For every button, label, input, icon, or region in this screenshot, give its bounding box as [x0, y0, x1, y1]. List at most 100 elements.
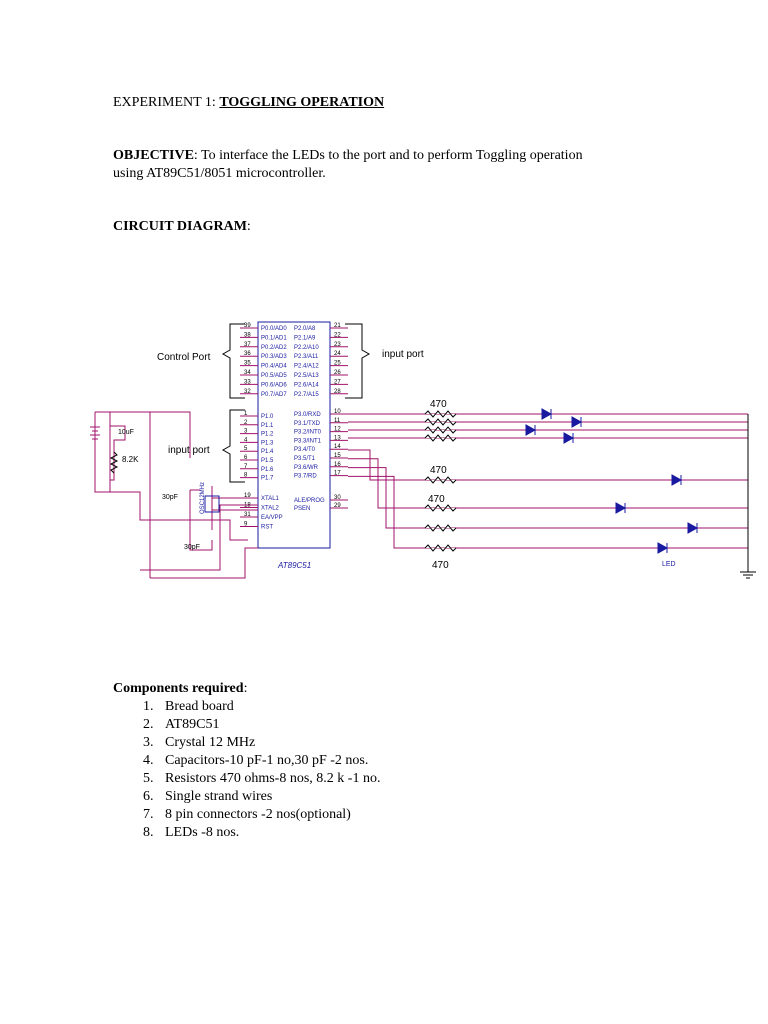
resistor-8k2 — [109, 451, 119, 474]
crystal-label: OSC12MHz — [200, 482, 206, 514]
list-item: 5.Resistors 470 ohms-8 nos, 8.2 k -1 no. — [143, 770, 380, 788]
experiment-title: TOGGLING OPERATION — [219, 95, 385, 110]
left-pin-name: P1.6 — [261, 467, 274, 473]
right-pin-name: P2.4/A12 — [294, 364, 319, 370]
left-pin-name: XTAL2 — [261, 506, 280, 512]
list-item-text: AT89C51 — [165, 717, 220, 732]
left-pin-number: 2 — [244, 420, 248, 426]
resistor-470 — [424, 524, 457, 532]
reset-network — [90, 411, 258, 579]
left-pin-number: 4 — [244, 437, 248, 443]
list-item-text: Resistors 470 ohms-8 nos, 8.2 k -1 no. — [165, 771, 381, 786]
bus-wire — [348, 475, 748, 549]
right-pin-name: P3.7/RD — [294, 474, 317, 480]
chip-body — [257, 321, 331, 549]
right-pin-number: 10 — [334, 409, 341, 415]
left-pin-name: P0.5/AD5 — [261, 373, 287, 379]
left-pin-name: EA/VPP — [261, 515, 283, 521]
led-diode — [571, 416, 583, 428]
objective-line-1: OBJECTIVE: To interface the LEDs to the … — [113, 147, 583, 165]
bus-wire — [348, 467, 748, 529]
right-pin-name: P2.2/A10 — [294, 345, 319, 351]
left-pin-number: 9 — [244, 522, 248, 528]
right-pin-number: 11 — [334, 418, 341, 424]
left-pin-name: P1.2 — [261, 432, 274, 438]
right-pin-number: 26 — [334, 370, 341, 376]
right-pin-number: 14 — [334, 444, 341, 450]
left-pin-number: 5 — [244, 446, 248, 452]
experiment-heading: EXPERIMENT 1: TOGGLING OPERATION — [113, 94, 384, 112]
res-470-label-4: 470 — [432, 560, 449, 571]
led-diode — [541, 408, 553, 420]
left-pin-number: 1 — [244, 411, 248, 417]
list-item-text: Capacitors-10 pF-1 no,30 pF -2 nos. — [165, 753, 369, 768]
control-port-label: Control Port — [157, 352, 211, 363]
left-pin-number: 39 — [244, 323, 251, 329]
right-pin-name: P2.6/A14 — [294, 382, 319, 388]
left-pin-name: P0.4/AD4 — [261, 364, 287, 370]
ground-symbol — [740, 414, 756, 579]
left-pin-number: 36 — [244, 351, 251, 357]
right-pin-number: 25 — [334, 361, 341, 367]
right-pin-number: 17 — [334, 471, 341, 477]
res-470-label-1: 470 — [430, 399, 447, 410]
left-pin-name: XTAL1 — [261, 496, 280, 502]
bus-wire — [348, 449, 748, 481]
list-item-number: 8. — [143, 825, 154, 840]
right-pin-name: P3.4/T0 — [294, 447, 316, 453]
cap-10uf-label: 10uF — [118, 429, 134, 436]
right-pin-number: 21 — [334, 323, 341, 329]
right-pin-number: 23 — [334, 342, 341, 348]
resistor-470 — [424, 476, 457, 484]
left-pin-number: 31 — [244, 512, 251, 518]
right-pin-number: 12 — [334, 427, 341, 433]
list-item: 3.Crystal 12 MHz — [143, 734, 380, 752]
right-pin-number: 29 — [334, 503, 341, 509]
list-item-number: 6. — [143, 789, 154, 804]
left-pin-number: 6 — [244, 455, 248, 461]
right-pin-name: P2.0/A8 — [294, 326, 316, 332]
objective-text-2: using AT89C51/8051 microcontroller. — [113, 166, 326, 181]
left-pin-name: P1.1 — [261, 423, 274, 429]
right-pin-name: P2.5/A13 — [294, 373, 319, 379]
led-label: LED — [662, 561, 676, 568]
left-pin-number: 7 — [244, 464, 248, 470]
right-pin-name: PSEN — [294, 506, 310, 512]
input-port-top-brace — [345, 323, 371, 399]
right-pin-number: 13 — [334, 435, 341, 441]
resistor-470 — [424, 426, 457, 434]
left-pin-name: RST — [261, 525, 273, 531]
left-pin-number: 37 — [244, 342, 251, 348]
right-pin-name: P2.3/A11 — [294, 354, 319, 360]
left-pin-number: 35 — [244, 361, 251, 367]
list-item: 8.LEDs -8 nos. — [143, 824, 380, 842]
right-pin-name: P3.0/RXD — [294, 412, 321, 418]
led-diode — [687, 522, 699, 534]
circuit-heading: CIRCUIT DIAGRAM: — [113, 218, 251, 236]
resistor-470 — [424, 434, 457, 442]
list-item: 2.AT89C51 — [143, 716, 380, 734]
right-pin-name: P3.6/WR — [294, 465, 319, 471]
list-item: 6.Single strand wires — [143, 788, 380, 806]
right-pin-number: 28 — [334, 389, 341, 395]
list-item-number: 1. — [143, 699, 154, 714]
res-82k-label: 8.2K — [122, 455, 139, 464]
led-diode — [525, 424, 537, 436]
input-port-left-brace — [221, 409, 245, 483]
list-item-number: 3. — [143, 735, 154, 750]
left-pin-number: 33 — [244, 379, 251, 385]
left-pin-name: P0.0/AD0 — [261, 326, 287, 332]
right-pin-name: P2.1/A9 — [294, 335, 316, 341]
res-470-label-2: 470 — [430, 465, 447, 476]
right-pin-name: P3.2/INT0 — [294, 430, 322, 436]
chip-name: AT89C51 — [277, 561, 311, 570]
right-pin-number: 24 — [334, 351, 341, 357]
bus-wire — [348, 458, 748, 509]
right-pin-number: 27 — [334, 379, 341, 385]
led-diode — [615, 502, 627, 514]
led-diode — [671, 474, 683, 486]
objective-label: OBJECTIVE — [113, 148, 194, 163]
right-pin-name: P3.1/TXD — [294, 421, 321, 427]
